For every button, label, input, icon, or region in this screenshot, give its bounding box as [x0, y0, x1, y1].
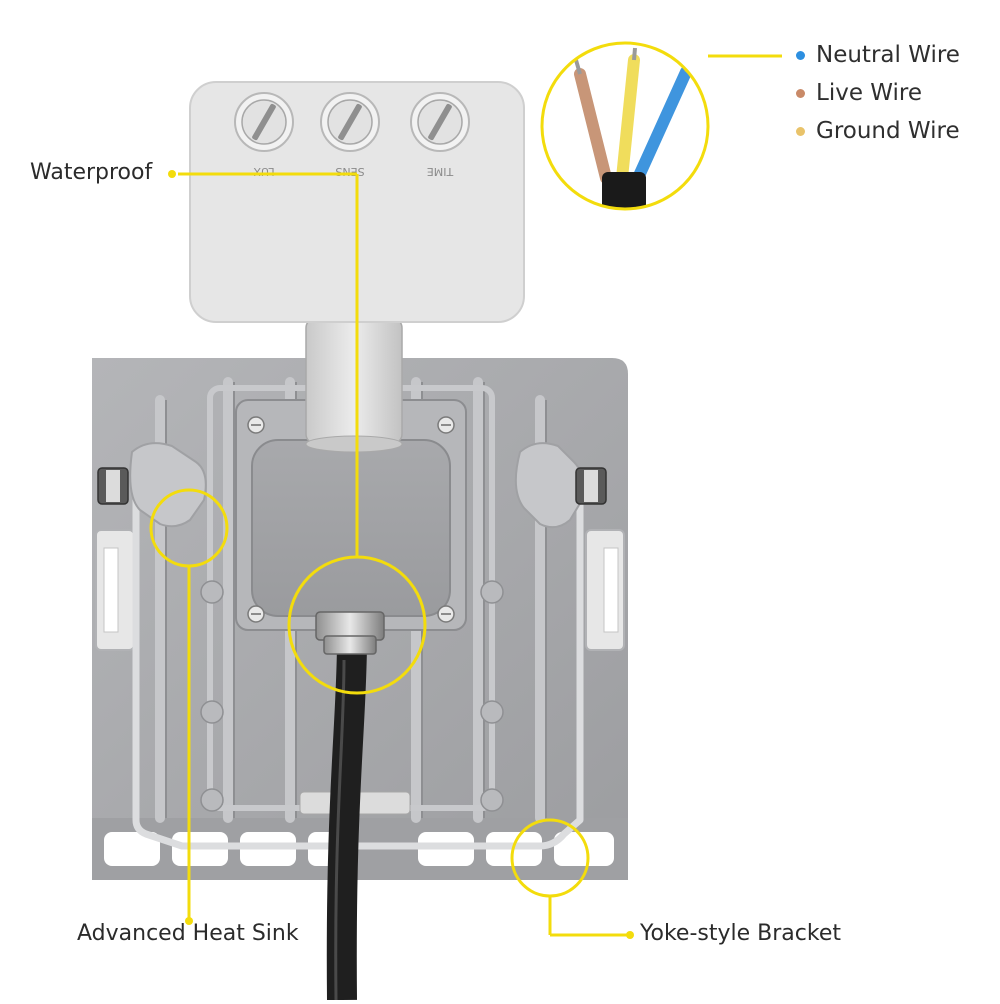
adjustment-knobs	[234, 92, 470, 152]
bracket-knobs	[97, 442, 607, 529]
ground-wire-dot	[796, 126, 805, 136]
callout-markers	[149, 54, 782, 937]
legend-label: Ground Wire	[816, 118, 960, 144]
yoke-bracket	[132, 473, 584, 850]
knob-label-sens: SENS	[335, 165, 364, 178]
legend-item-neutral: Neutral Wire	[796, 42, 960, 68]
legend-label: Neutral Wire	[816, 42, 960, 68]
live-wire-dot	[796, 88, 805, 98]
neutral-wire-dot	[796, 50, 805, 60]
callout-bracket: Yoke-style Bracket	[640, 921, 841, 946]
knob-label-time: TIME	[427, 165, 454, 178]
legend-item-ground: Ground Wire	[796, 118, 960, 144]
callout-dots	[168, 170, 634, 939]
knob-label-lux: LUX	[253, 165, 275, 178]
callout-waterproof: Waterproof	[30, 160, 153, 185]
legend-item-live: Live Wire	[796, 80, 922, 106]
callout-heat-sink: Advanced Heat Sink	[77, 921, 299, 946]
wire-inset	[540, 41, 710, 211]
legend-label: Live Wire	[816, 80, 923, 106]
